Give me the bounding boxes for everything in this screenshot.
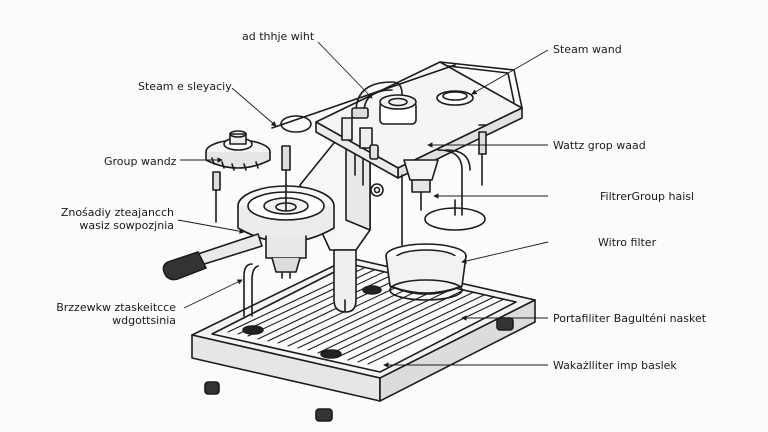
steam-wand-rod <box>271 64 456 129</box>
label-filter-group: FiltrerGroup haisl <box>600 190 695 203</box>
drip-tray-grate <box>227 267 505 365</box>
label-wakazliter: Wakażlliter imp baslek <box>553 359 677 372</box>
right-group-head <box>401 149 471 246</box>
filter-basket <box>385 243 467 301</box>
right-probe <box>478 124 487 186</box>
label-steam-left: Steam e sleyaciy <box>138 80 232 93</box>
label-witro-filter: Witro filter <box>598 236 657 249</box>
label-portafilter: Portafiliter Bagulténi nasket <box>553 312 707 325</box>
label-left-bottom-line2: wdgottsinia <box>112 314 176 327</box>
boiler-assembly <box>341 81 417 160</box>
label-watts-group: Wattz grop waad <box>553 139 646 152</box>
o-ring <box>280 115 312 133</box>
filter-ring <box>424 199 486 231</box>
label-top: ad thhje wiht <box>242 30 315 43</box>
label-left-bottom: Brzzewkw ztaskeitcce wdgottsinia <box>56 301 176 327</box>
label-left-bottom-line1: Brzzewkw ztaskeitcce <box>56 301 176 314</box>
label-left-mid-line1: Znośadiy zteajancch <box>60 206 174 219</box>
label-steam-wand-right: Steam wand <box>553 43 622 56</box>
label-left-mid: Znośadiy zteajancch wasiz sowpozjnia <box>54 206 174 232</box>
shower-disk <box>205 130 271 171</box>
label-group-wand-left: Group wandz <box>104 155 177 168</box>
left-probe <box>212 145 291 223</box>
label-left-mid-line2: wasiz sowpozjnia <box>79 219 174 232</box>
leader-lines <box>177 41 549 368</box>
